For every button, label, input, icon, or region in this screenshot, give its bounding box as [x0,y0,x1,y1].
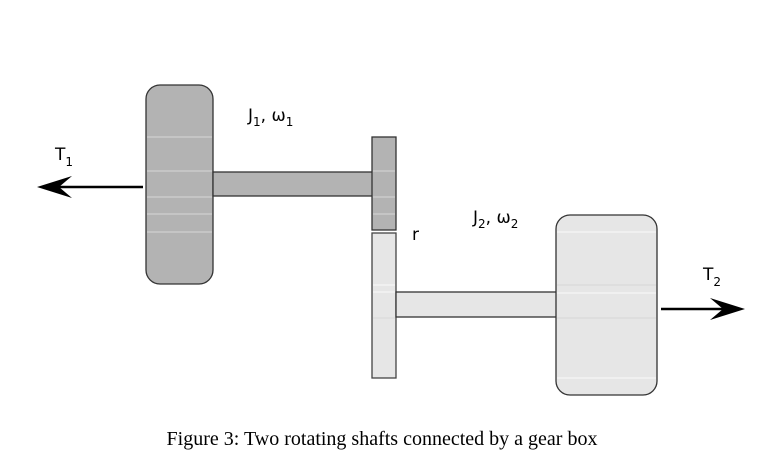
torque-arrow-right [661,298,745,320]
inertia-2-label: J2, ω2 [472,208,518,231]
torque-arrow-left [37,176,143,198]
torque-2-label: T2 [702,265,721,289]
torque-1-label: T1 [54,145,73,169]
gear-1 [371,136,397,231]
figure-caption: Figure 3: Two rotating shafts connected … [166,428,598,450]
gear-2 [371,232,397,379]
gear-ratio-label: r [412,225,419,245]
shaft-1 [212,171,374,197]
flywheel-2 [555,214,658,396]
shaft-2 [395,291,558,318]
inertia-1-label: J1, ω1 [247,106,293,129]
flywheel-1 [145,84,214,285]
